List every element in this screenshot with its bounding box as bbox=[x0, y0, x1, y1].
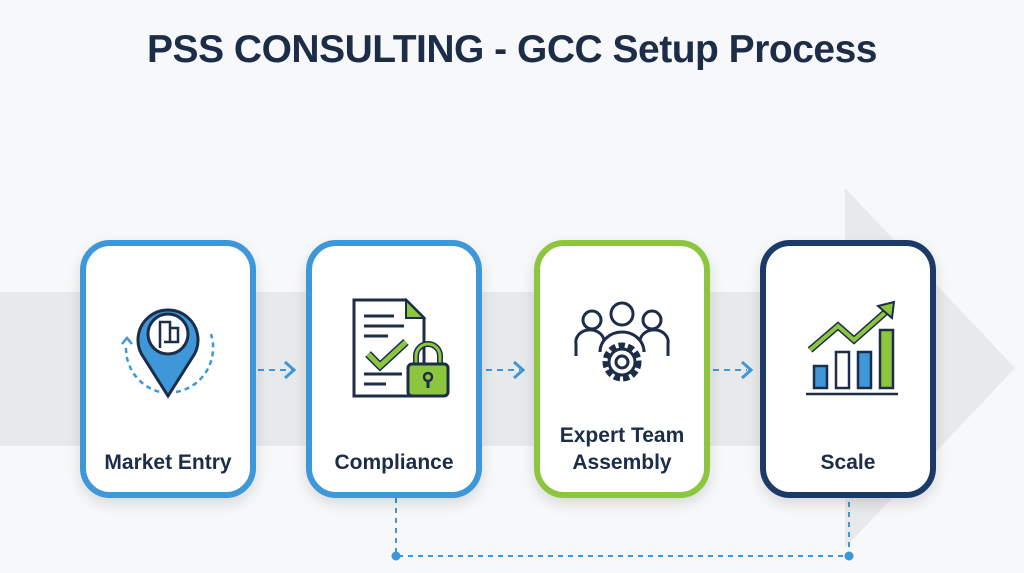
step-card-market-entry: Market Entry bbox=[80, 240, 256, 498]
team-gear-icon bbox=[574, 301, 670, 382]
step-label-line-2: Assembly bbox=[572, 451, 672, 474]
step-label: Compliance bbox=[334, 451, 454, 474]
growth-chart-icon bbox=[806, 300, 898, 396]
page-title: PSS CONSULTING - GCC Setup Process bbox=[147, 28, 877, 71]
feedback-loop-connector bbox=[395, 498, 850, 557]
step-label: Scale bbox=[820, 451, 876, 474]
step-label: Market Entry bbox=[104, 451, 232, 474]
step-label-line-1: Expert Team bbox=[559, 424, 685, 447]
map-pin-flag-icon bbox=[121, 308, 215, 399]
step-card-expert-team-assembly: Expert Team Assembly bbox=[534, 240, 710, 498]
document-lock-icon bbox=[352, 297, 450, 398]
step-card-compliance: Compliance bbox=[306, 240, 482, 498]
step-card-scale: Scale bbox=[760, 240, 936, 498]
